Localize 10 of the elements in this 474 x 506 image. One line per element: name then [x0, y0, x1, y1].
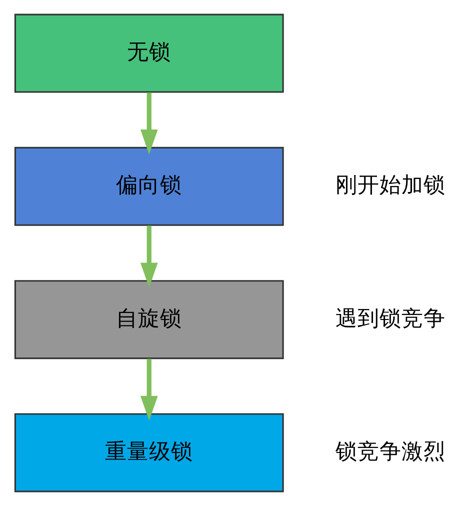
node-label: 刚开始加锁 — [336, 173, 446, 198]
arrow — [140, 358, 158, 421]
node-box: 无锁 — [14, 14, 284, 93]
node-box: 重量级锁 — [14, 413, 284, 492]
arrow — [140, 226, 158, 288]
node-label: 遇到锁竞争 — [336, 306, 446, 332]
arrow — [140, 92, 158, 154]
node-box: 自旋锁 — [14, 280, 284, 360]
node-label: 锁竞争激烈 — [336, 439, 446, 464]
node-box: 偏向锁 — [14, 146, 284, 226]
